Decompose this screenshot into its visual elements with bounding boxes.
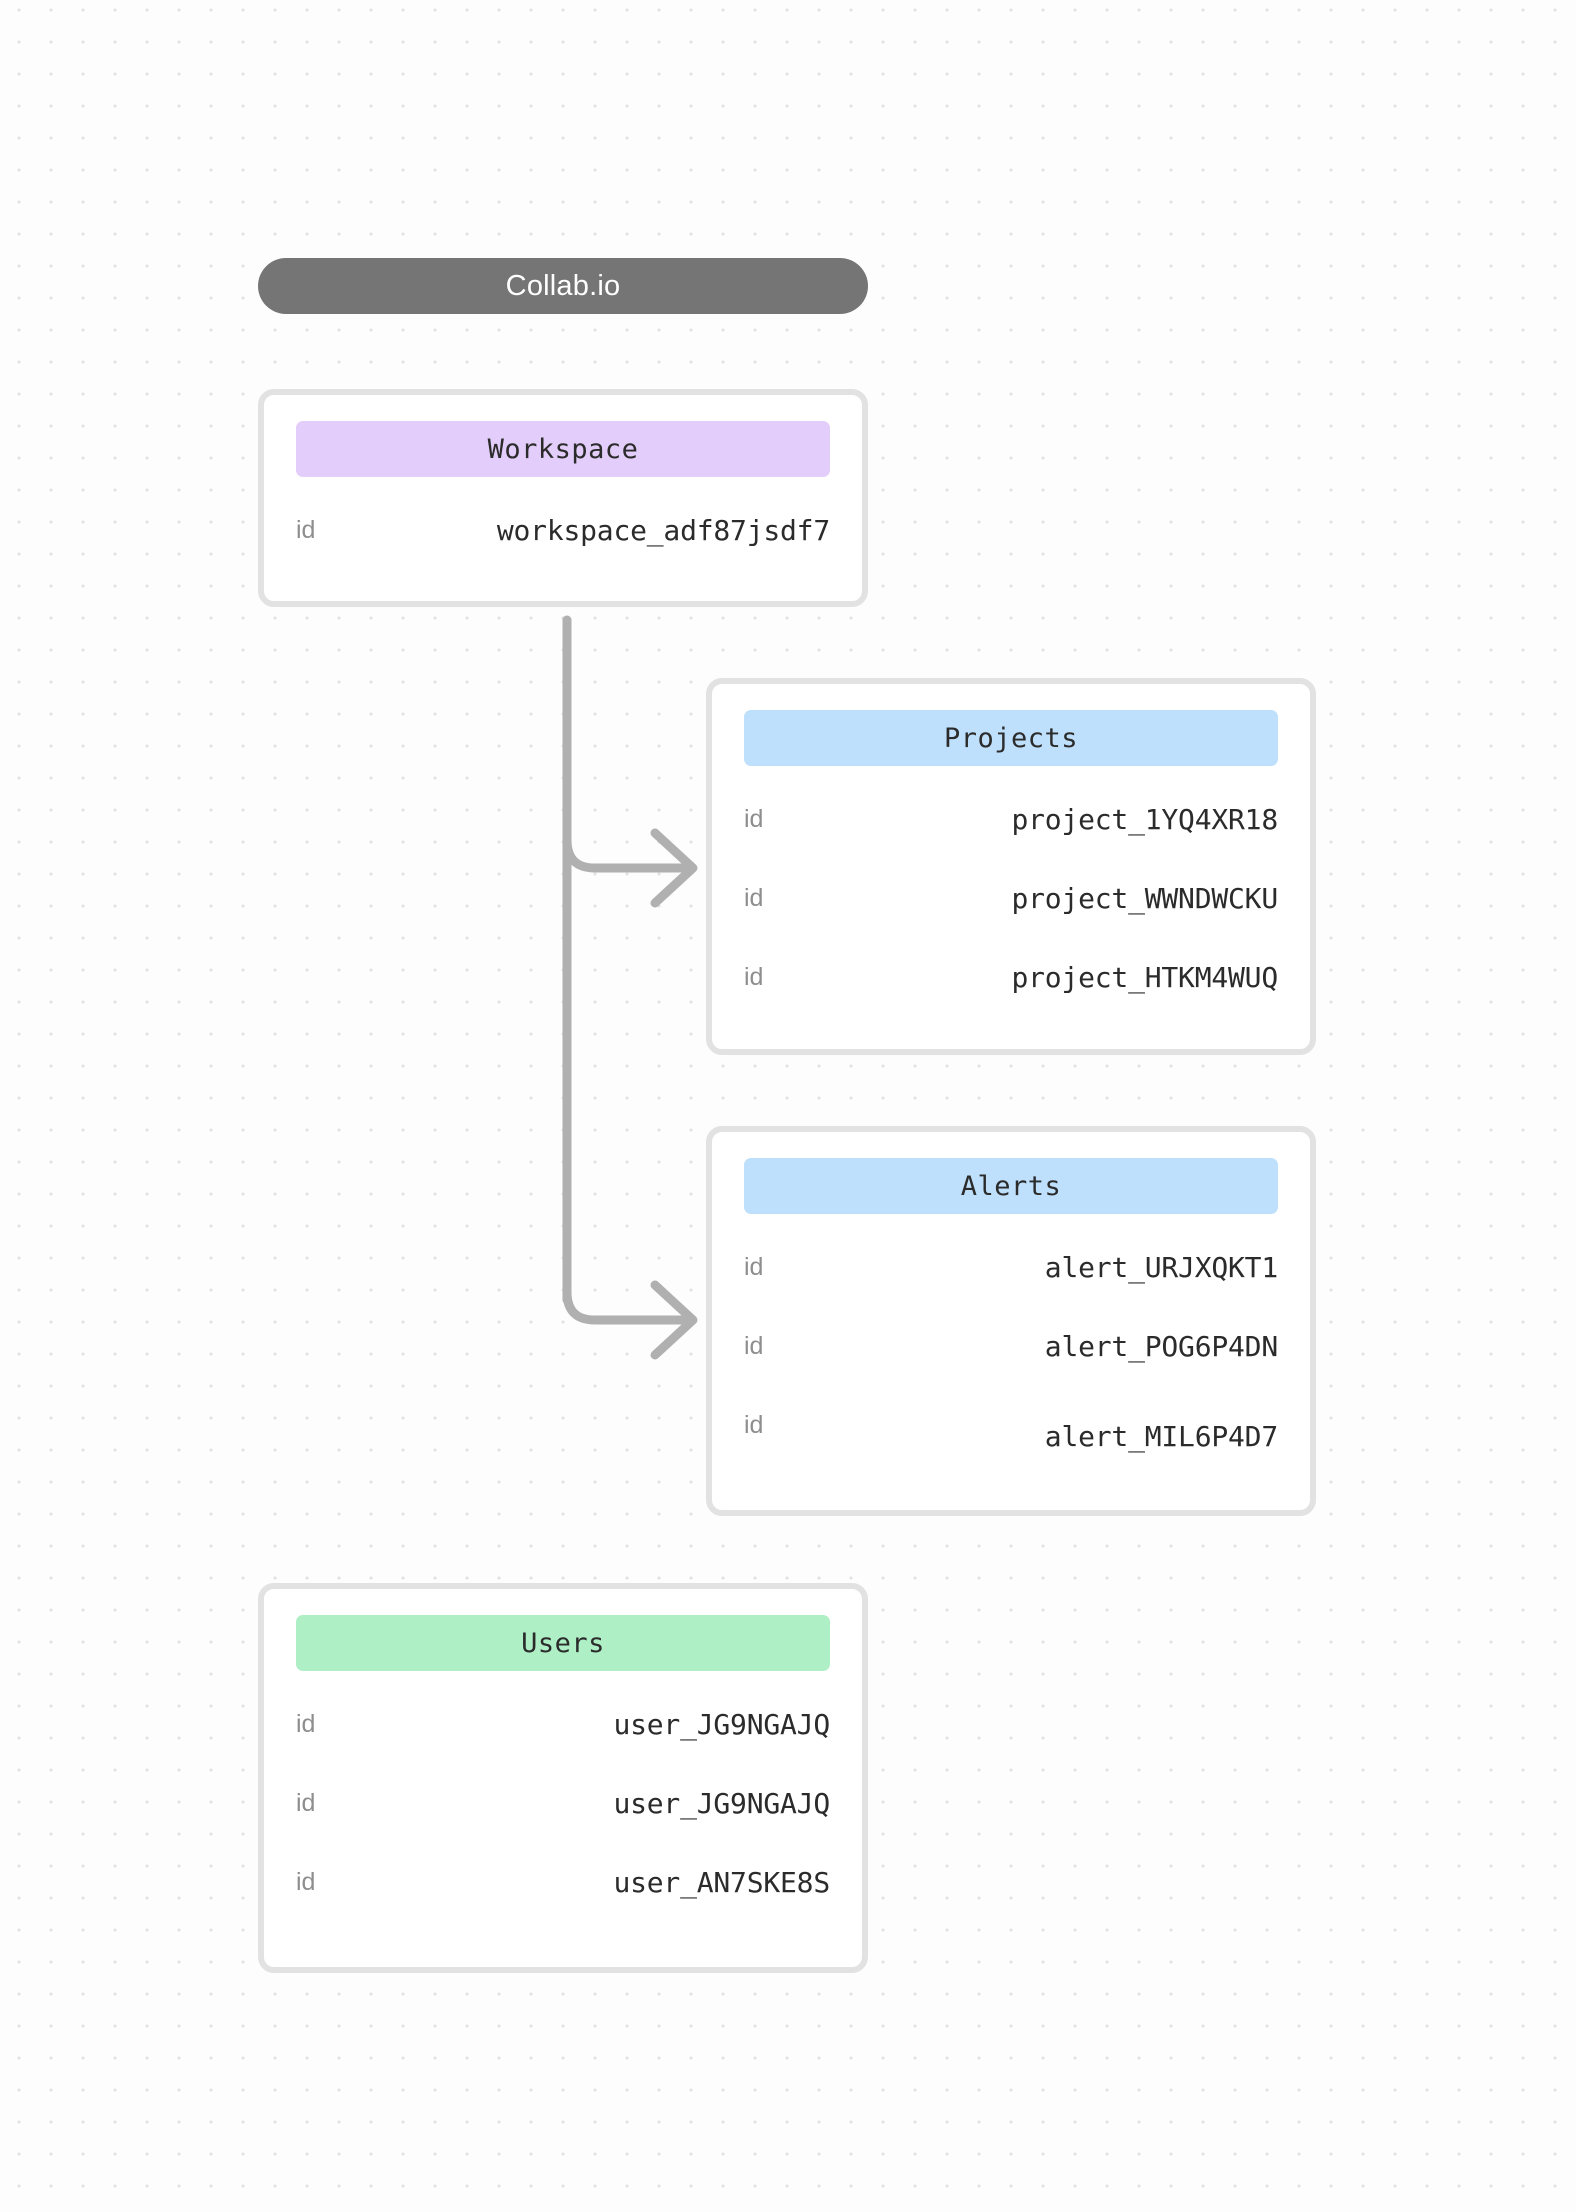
diagram-title-label: Collab.io <box>505 269 621 302</box>
row-key: id <box>296 1868 316 1896</box>
row-value: project_WWNDWCKU <box>1011 881 1278 915</box>
row-key: id <box>296 516 316 544</box>
entity-row: id workspace_adf87jsdf7 <box>296 491 830 570</box>
entity-card-projects[interactable]: Projects id project_1YQ4XR18 id project_… <box>706 678 1316 1055</box>
entity-row: id user_JG9NGAJQ <box>296 1685 830 1764</box>
entity-card-header-alerts: Alerts <box>744 1158 1278 1214</box>
row-value: alert_POG6P4DN <box>1044 1329 1278 1363</box>
row-key: id <box>744 805 764 833</box>
connector-arrowhead-projects <box>650 828 698 908</box>
connector-branch-projects <box>562 835 695 873</box>
entity-row: id alert_URJXQKT1 <box>744 1228 1278 1307</box>
entity-card-header-workspace: Workspace <box>296 421 830 477</box>
row-key: id <box>744 884 764 912</box>
row-key: id <box>296 1789 316 1817</box>
diagram-title-pill[interactable]: Collab.io <box>258 258 868 314</box>
entity-row: id alert_MIL6P4D7 <box>744 1386 1278 1465</box>
row-value: user_AN7SKE8S <box>613 1865 830 1899</box>
entity-row: id user_JG9NGAJQ <box>296 1764 830 1843</box>
connector-branch-alerts <box>562 1287 695 1325</box>
entity-card-header-users: Users <box>296 1615 830 1671</box>
row-value: project_HTKM4WUQ <box>1011 960 1278 994</box>
row-value: alert_URJXQKT1 <box>1044 1250 1278 1284</box>
entity-card-alerts[interactable]: Alerts id alert_URJXQKT1 id alert_POG6P4… <box>706 1126 1316 1516</box>
row-key: id <box>744 1411 764 1439</box>
row-value: alert_MIL6P4D7 <box>1044 1419 1278 1453</box>
entity-card-header-projects: Projects <box>744 710 1278 766</box>
row-key: id <box>744 963 764 991</box>
row-value: user_JG9NGAJQ <box>613 1786 830 1820</box>
entity-row: id user_AN7SKE8S <box>296 1843 830 1922</box>
entity-card-workspace[interactable]: Workspace id workspace_adf87jsdf7 <box>258 389 868 607</box>
row-value: workspace_adf87jsdf7 <box>496 513 830 547</box>
row-value: user_JG9NGAJQ <box>613 1707 830 1741</box>
entity-row: id project_HTKM4WUQ <box>744 938 1278 1017</box>
entity-title-alerts: Alerts <box>960 1170 1062 1202</box>
entity-row: id project_WWNDWCKU <box>744 859 1278 938</box>
entity-title-workspace: Workspace <box>487 433 639 465</box>
row-value: project_1YQ4XR18 <box>1011 802 1278 836</box>
entity-title-projects: Projects <box>943 722 1079 754</box>
entity-row: id project_1YQ4XR18 <box>744 780 1278 859</box>
entity-title-users: Users <box>521 1627 605 1659</box>
connector-arrowhead-alerts <box>650 1280 698 1360</box>
row-key: id <box>296 1710 316 1738</box>
row-key: id <box>744 1253 764 1281</box>
row-key: id <box>744 1332 764 1360</box>
entity-row: id alert_POG6P4DN <box>744 1307 1278 1386</box>
entity-card-users[interactable]: Users id user_JG9NGAJQ id user_JG9NGAJQ … <box>258 1583 868 1973</box>
